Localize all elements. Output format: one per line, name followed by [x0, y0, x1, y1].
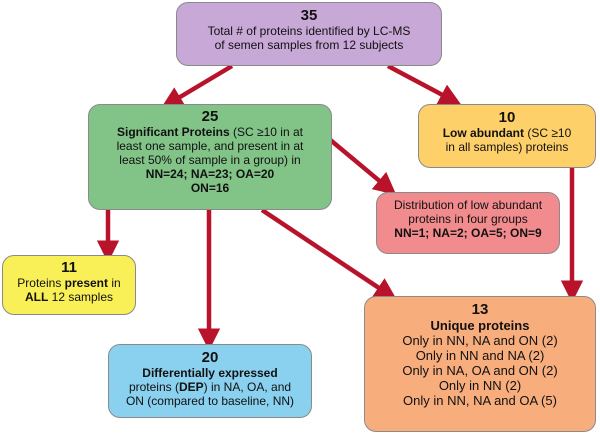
low-line-2: in all samples) proteins	[445, 140, 569, 154]
all-samples-text-b: in	[108, 276, 121, 290]
total-line-1: Total # of proteins identified by LC-MS	[207, 24, 411, 38]
dep-abbrev: DEP	[178, 380, 204, 394]
low-heading: Low abundant	[442, 126, 525, 140]
all-samples-line-2: ALL 12 samples	[8, 290, 130, 304]
low-abundant-count: 10	[498, 109, 516, 126]
significant-group-counts: NN=24; NA=23; OA=20	[145, 167, 275, 181]
unique-item: Only in NN and NA (2)	[415, 348, 545, 363]
distribution-line-2: proteins in four groups	[408, 212, 528, 226]
distribution-box: Distribution of low abundant proteins in…	[376, 192, 560, 254]
all-samples-box: 11 Proteins present in ALL 12 samples	[2, 255, 136, 315]
dep-box: 20 Differentially expressed proteins (DE…	[108, 344, 312, 418]
all-samples-line-1: Proteins present in	[8, 276, 130, 290]
low-criteria: (SC ≥10	[524, 126, 572, 140]
arrow-total-to-significant	[160, 64, 234, 109]
arrow-significant-to-distribution	[326, 136, 397, 195]
unique-proteins-box: 13 Unique proteins Only in NN, NA and ON…	[364, 296, 596, 432]
dep-heading: Differentially expressed	[142, 366, 278, 380]
unique-item: Only in NN, NA and OA (5)	[403, 393, 557, 408]
dep-text-b: ) in NA, OA, and	[203, 380, 292, 394]
unique-count: 13	[471, 301, 489, 318]
distribution-line-1: Distribution of low abundant	[393, 198, 543, 212]
distribution-group-counts: NN=1; NA=2; OA=5; ON=9	[394, 226, 542, 240]
total-count: 35	[300, 7, 318, 24]
unique-title: Unique proteins	[430, 318, 530, 333]
significant-heading: Significant Proteins	[117, 125, 230, 139]
significant-criteria: (SC ≥10 in at	[229, 125, 303, 139]
significant-line-3: least 50% of sample in a group) in	[119, 153, 301, 167]
unique-item: Only in NN, NA and ON (2)	[402, 333, 558, 348]
dep-line-3: ON (compared to baseline, NN)	[125, 394, 295, 408]
unique-item: Only in NN (2)	[438, 378, 522, 393]
all-samples-text-a: Proteins	[17, 276, 65, 290]
arrow-total-to-low	[386, 64, 462, 106]
all-samples-present: present	[64, 276, 109, 290]
unique-item: Only in NA, OA and ON (2)	[402, 363, 558, 378]
all-samples-all: ALL	[24, 290, 49, 304]
significant-proteins-box: 25 Significant Proteins (SC ≥10 in at le…	[88, 104, 332, 210]
total-proteins-box: 35 Total # of proteins identified by LC-…	[176, 2, 442, 66]
total-line-2: of semen samples from 12 subjects	[214, 38, 404, 52]
dep-line-2: proteins (DEP) in NA, OA, and	[114, 380, 306, 394]
significant-on-count: ON=16	[190, 181, 230, 195]
all-samples-count: 11	[61, 259, 77, 276]
significant-count: 25	[201, 108, 219, 125]
all-samples-text-c: 12 samples	[48, 290, 114, 304]
low-line-1: Low abundant (SC ≥10	[424, 126, 590, 140]
significant-line-2: least one sample, and present in at	[116, 139, 304, 153]
dep-count: 20	[201, 349, 219, 366]
arrow-significant-to-unique	[260, 208, 397, 300]
dep-text-a: proteins (	[128, 380, 179, 394]
low-abundant-box: 10 Low abundant (SC ≥10 in all samples) …	[418, 104, 596, 168]
significant-line-1: Significant Proteins (SC ≥10 in at	[94, 125, 326, 139]
